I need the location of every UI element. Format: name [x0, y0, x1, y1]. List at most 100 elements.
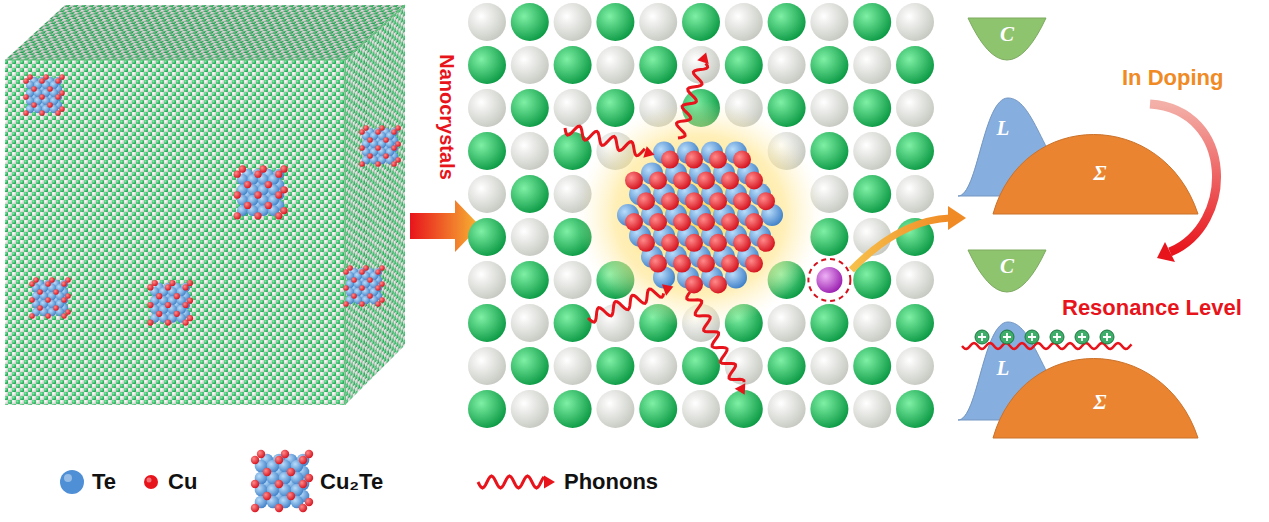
cu2te-cluster: [234, 165, 288, 219]
lattice-atom: [554, 261, 592, 299]
dopant-arrow: [851, 218, 950, 270]
annotation-label: Resonance Level: [1062, 296, 1242, 320]
band-label: Σ: [1093, 163, 1106, 184]
lattice-atom: [468, 89, 506, 127]
lattice-atom: [768, 46, 806, 84]
phonon-wave: [565, 126, 655, 158]
cu2te-cluster: [251, 450, 313, 512]
lattice-atom: [511, 304, 549, 342]
lattice-atom: [896, 132, 934, 170]
lattice-atom: [768, 347, 806, 385]
lattice-atom: [853, 304, 891, 342]
cube-top: [5, 5, 405, 60]
lattice-atom: [682, 390, 720, 428]
crystal-cube: [5, 5, 405, 405]
lattice-atom: [853, 132, 891, 170]
lattice-atom: [853, 3, 891, 41]
legend-text: Te: [92, 469, 116, 495]
energy-band: Σ: [993, 128, 1198, 214]
hole-symbol: [1100, 330, 1114, 344]
lattice-atom: [596, 46, 634, 84]
lattice-atom: [468, 218, 506, 256]
lattice-atom: [511, 46, 549, 84]
lattice-atom: [511, 3, 549, 41]
cu2te-cluster: [343, 265, 385, 307]
lattice-atom: [810, 390, 848, 428]
legend-icon: [140, 447, 162, 517]
band-label: Σ: [1093, 392, 1106, 413]
phonon-wave: [677, 53, 709, 138]
cu2te-cluster: [147, 280, 193, 326]
lattice-atom: [810, 347, 848, 385]
lattice-atom: [639, 347, 677, 385]
hole-symbol: [1025, 330, 1039, 344]
lattice-atom: [853, 390, 891, 428]
lattice-atom: [511, 175, 549, 213]
legend-text: Phonons: [564, 469, 658, 495]
lattice-atom: [554, 390, 592, 428]
lattice-atom: [468, 261, 506, 299]
lattice-atom: [896, 390, 934, 428]
lattice-atom: [682, 3, 720, 41]
lattice-atom: [853, 175, 891, 213]
hole-symbol: [975, 330, 989, 344]
lattice-atom: [810, 304, 848, 342]
lattice-atom: [896, 46, 934, 84]
lattice-atom: [896, 3, 934, 41]
lattice-atom: [554, 3, 592, 41]
lattice-atom: [853, 46, 891, 84]
lattice-atom: [682, 46, 720, 84]
phonon-wave: [478, 475, 555, 488]
lattice-atom: [511, 89, 549, 127]
annotation-label: Nanocrystals: [436, 54, 458, 180]
energy-band: C: [968, 250, 1046, 292]
doping-arrow: [1150, 104, 1217, 252]
lattice-atom: [554, 46, 592, 84]
lattice-atom: [468, 3, 506, 41]
phonon-wave: [687, 292, 745, 395]
legend-item: Te: [58, 447, 116, 517]
lattice-atom: [554, 347, 592, 385]
lattice-atom: [896, 261, 934, 299]
lattice-atom: [768, 3, 806, 41]
lattice-atom: [596, 3, 634, 41]
lattice-atom: [768, 390, 806, 428]
lattice-atom: [468, 347, 506, 385]
legend-icon: [58, 447, 86, 517]
band-label: C: [1000, 256, 1014, 277]
legend-swatch: [60, 470, 84, 494]
lattice-atom: [810, 89, 848, 127]
energy-band: C: [968, 18, 1046, 60]
lattice-atom: [596, 89, 634, 127]
lattice-atom: [768, 89, 806, 127]
dopant-marker: [808, 259, 850, 301]
lattice-atom: [639, 390, 677, 428]
energy-band: Σ: [993, 352, 1198, 438]
lattice-atom: [596, 390, 634, 428]
cube-top-shade: [5, 5, 405, 60]
lattice-atom: [725, 46, 763, 84]
lattice-atom: [639, 46, 677, 84]
lattice-atom: [853, 89, 891, 127]
hole-symbol: [1050, 330, 1064, 344]
cu2te-cluster: [29, 277, 71, 319]
nanocrystal: [617, 142, 783, 294]
cube-edge: [5, 5, 405, 405]
lattice-atom: [511, 132, 549, 170]
lattice-atom: [896, 304, 934, 342]
hole-symbol: [1000, 330, 1014, 344]
lattice-atom: [468, 175, 506, 213]
dopant-arrow-head: [948, 206, 966, 230]
legend-icon: [476, 447, 558, 517]
legend-item: Cu: [140, 447, 197, 517]
lattice-atom: [511, 347, 549, 385]
lattice-atom: [554, 132, 592, 170]
lattice-atom: [853, 347, 891, 385]
lattice-atom: [468, 304, 506, 342]
legend-icon: [248, 447, 314, 517]
lattice-atom: [596, 347, 634, 385]
band-label: L: [997, 358, 1010, 379]
lattice-atom: [682, 347, 720, 385]
legend-item: Phonons: [476, 447, 658, 517]
